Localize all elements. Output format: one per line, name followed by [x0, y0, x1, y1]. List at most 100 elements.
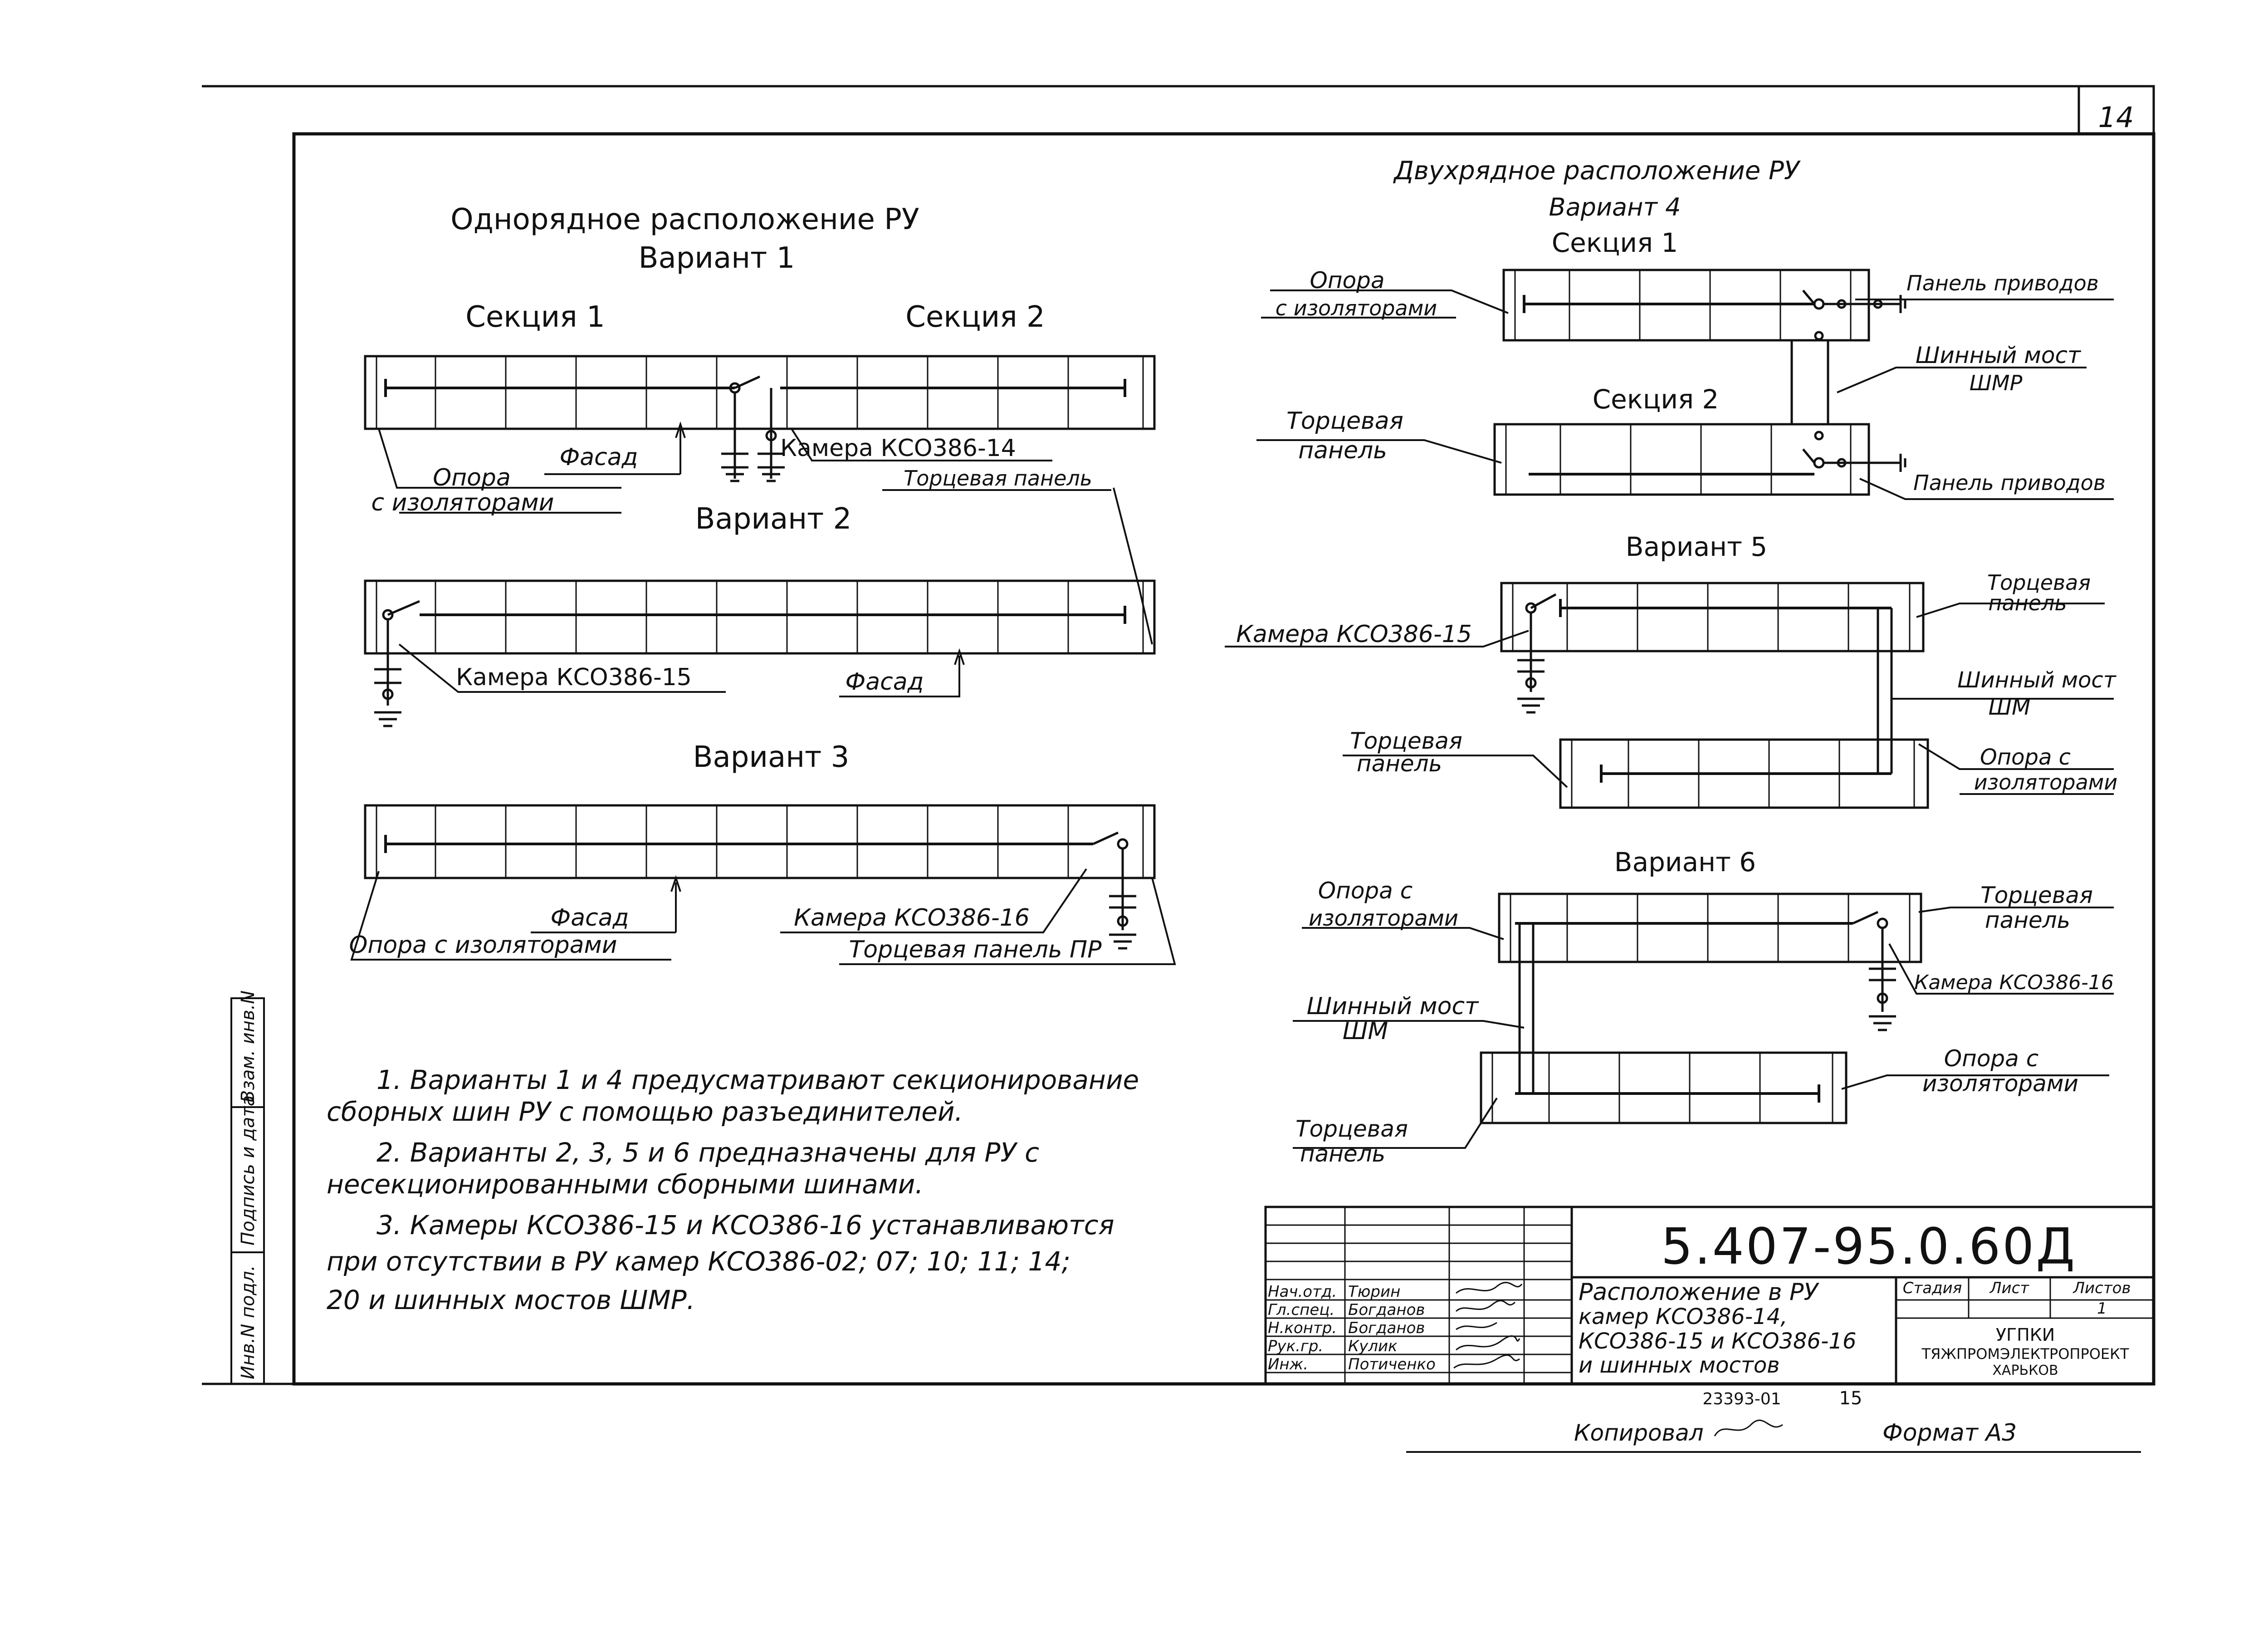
org-line1: УГПКИ — [1996, 1325, 2055, 1345]
variant1-leaders — [378, 421, 1153, 645]
variant6-support-top-line2: изоляторами — [1309, 906, 1458, 931]
variant1-block: Вариант 1 Секция 1 Секция 2 Фасад О — [364, 241, 1156, 645]
variant5-end-panel-top-line1: Торцевая — [1987, 570, 2091, 595]
variant4-drive-panel-top: Панель приводов — [1906, 271, 2099, 295]
sheet-frame — [202, 85, 2156, 1386]
variant3-title: Вариант 3 — [693, 740, 850, 774]
variant2-title: Вариант 2 — [695, 502, 852, 536]
variant5-end-panel-bottom-line1: Торцевая — [1350, 728, 1462, 754]
person-name-5: Потиченко — [1348, 1355, 1436, 1373]
variant1-section2-label: Секция 2 — [905, 300, 1045, 334]
variant6-block: Вариант 6 Опора с изоляторами — [1293, 847, 2114, 1167]
variant3-block: Вариант 3 Фасад Опора с изоляторами Каме… — [349, 740, 1176, 965]
variant3-camera-label: Камера КСО386-16 — [794, 904, 1030, 932]
variant5-leaders — [1225, 603, 2114, 795]
variant2-block: Вариант 2 Камера КСО386-15 Фасад — [364, 502, 1156, 727]
note-line-6: при отсутствии в РУ камер КСО386-02; 07;… — [327, 1246, 1070, 1277]
doc-title-line2: камер КСО386-14, — [1579, 1304, 1788, 1329]
variant4-bus-bridge-line2: ШМР — [1970, 371, 2023, 395]
variant1-support-line2: с изоляторами — [371, 489, 554, 516]
variant6-end-panel-bottom-line1: Торцевая — [1295, 1116, 1408, 1142]
people-list: Нач.отд. Тюрин Гл.спец. Богданов Н.контр… — [1268, 1283, 1436, 1373]
variant5-bus-bridge — [1517, 593, 1893, 774]
variant1-camera-label: Камера КСО386-14 — [780, 435, 1016, 462]
variant1-title: Вариант 1 — [639, 241, 795, 275]
note-line-5: 3. Камеры КСО386-15 и КСО386-16 устанавл… — [376, 1210, 1114, 1241]
variant6-support-top-line1: Опора с — [1318, 878, 1413, 904]
variant6-support-bottom-line2: изоляторами — [1922, 1070, 2078, 1097]
variant1-end-panel-label: Торцевая панель — [904, 466, 1092, 490]
doc-title-line3: КСО386-15 и КСО386-16 — [1579, 1329, 1857, 1354]
variant3-support-label: Опора с изоляторами — [349, 932, 617, 959]
variant3-facade-label: Фасад — [550, 904, 629, 932]
variant5-title: Вариант 5 — [1626, 531, 1767, 562]
double-row-title: Двухрядное расположение РУ — [1393, 156, 1801, 186]
stage-label: Стадия — [1903, 1279, 1962, 1297]
copied-by-label: Копировал — [1574, 1420, 1704, 1446]
variant6-support-bottom-line1: Опора с — [1944, 1045, 2038, 1072]
person-role-1: Нач.отд. — [1268, 1283, 1337, 1301]
note-line-2: сборных шин РУ с помощью разъединителей. — [327, 1096, 963, 1127]
side-stamp: Инв.N подл. Подпись и дата Взам. инв.N — [230, 991, 265, 1385]
variant2-camera-label: Камера КСО386-15 — [456, 664, 692, 691]
person-role-3: Н.контр. — [1268, 1319, 1337, 1337]
variant6-bus-bridge-line1: Шинный мост — [1307, 993, 1479, 1020]
variant6-title: Вариант 6 — [1614, 847, 1756, 878]
variant4-bus-bridge — [1790, 289, 1906, 472]
variant4-title: Вариант 4 — [1549, 193, 1681, 221]
variant3-switch — [1092, 831, 1136, 950]
side-stamp-replacement: Взам. инв.N — [238, 991, 259, 1103]
variant2-facade-label: Фасад — [845, 668, 924, 696]
doc-title-line4: и шинных мостов — [1579, 1353, 1779, 1378]
variant5-end-panel-bottom-line2: панель — [1357, 750, 1442, 777]
variant4-drive-panel-bottom: Панель приводов — [1913, 471, 2106, 495]
variant1-support-line1: Опора — [433, 464, 511, 491]
variant4-support-line2: с изоляторами — [1276, 296, 1437, 320]
person-role-5: Инж. — [1268, 1355, 1308, 1373]
variant3-leaders — [350, 868, 1176, 965]
variant5-support-line2: изоляторами — [1974, 770, 2118, 794]
variant2-switch — [374, 600, 420, 727]
person-name-3: Богданов — [1348, 1319, 1425, 1337]
sheets-label: Листов — [2072, 1279, 2131, 1297]
org-line2: ТЯЖПРОМЭЛЕКТРОПРОЕКТ — [1921, 1345, 2129, 1363]
variant5-bus-bridge-line2: ШМ — [1989, 695, 2031, 720]
doc-title-line1: Расположение в РУ — [1579, 1279, 1819, 1306]
copier-signature — [1714, 1419, 1783, 1437]
variant5-row-top — [1500, 582, 1925, 652]
sheets-value: 1 — [2097, 1300, 2107, 1318]
archive-sheet: 15 — [1839, 1388, 1862, 1409]
variant1-panel-row — [364, 355, 1156, 430]
variant3-end-panel-label: Торцевая панель ПР — [849, 936, 1102, 963]
person-role-2: Гл.спец. — [1268, 1301, 1334, 1319]
variant6-row-bottom — [1480, 1051, 1848, 1124]
sheet-label: Лист — [1989, 1279, 2029, 1297]
person-name-2: Богданов — [1348, 1301, 1425, 1319]
single-row-title: Однорядное расположение РУ — [450, 203, 919, 236]
bottom-area: 23393-01 15 Копировал Формат А3 — [1406, 1388, 2141, 1453]
variant4-bus-bridge-line1: Шинный мост — [1916, 342, 2082, 368]
variant6-bus-bridge-line2: ШМ — [1343, 1018, 1388, 1045]
signatures — [1453, 1282, 1523, 1369]
sheet-number: 14 — [2098, 101, 2134, 134]
notes-block: 1. Варианты 1 и 4 предусматривают секцио… — [327, 1064, 1139, 1315]
variant4-end-panel-line1: Торцевая — [1286, 407, 1403, 435]
variant4-row-bottom — [1493, 423, 1870, 496]
variant6-leaders — [1293, 907, 2114, 1149]
org-line3: ХАРЬКОВ — [1992, 1363, 2058, 1378]
variant1-facade-label: Фасад — [559, 444, 638, 471]
variant2-panel-row — [364, 579, 1156, 655]
variant4-section2-label: Секция 2 — [1593, 384, 1719, 415]
variant6-end-panel-bottom-line2: панель — [1300, 1141, 1385, 1167]
variant4-section1-label: Секция 1 — [1552, 227, 1678, 258]
note-line-7: 20 и шинных мостов ШМР. — [327, 1285, 695, 1315]
format-label: Формат А3 — [1882, 1419, 2017, 1447]
variant6-bus-bridge — [1518, 911, 1896, 1094]
variant1-disconnector — [721, 375, 785, 482]
note-line-4: несекционированными сборными шинами. — [327, 1169, 924, 1200]
document-code: 5.407-95.0.60Д — [1661, 1217, 2077, 1275]
variant5-block: Вариант 5 Камера КСО386-15 Торцев — [1225, 531, 2118, 809]
variant4-end-panel-line2: панель — [1298, 437, 1387, 464]
person-name-1: Тюрин — [1348, 1283, 1400, 1301]
